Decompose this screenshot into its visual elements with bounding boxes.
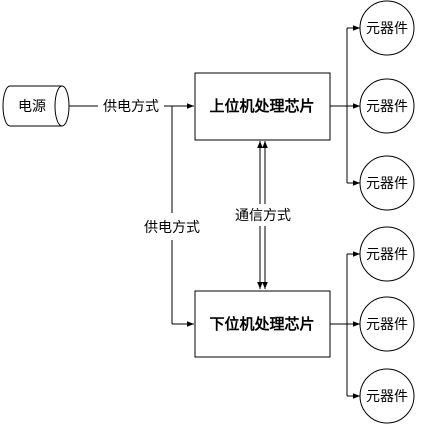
lower-chip-label: 下位机处理芯片 (209, 315, 314, 333)
lower-chip: 下位机处理芯片 (194, 290, 331, 358)
lower-connectors (330, 251, 360, 399)
upper-component-3: 元器件 (359, 155, 415, 211)
lower-component-1: 元器件 (359, 226, 415, 282)
upper-connectors (330, 25, 360, 186)
supply-label-top: 供电方式 (103, 99, 159, 115)
power-source-label: 电源 (18, 99, 46, 115)
component-label: 元器件 (366, 21, 408, 37)
lower-component-3: 元器件 (359, 368, 415, 424)
comm-label: 通信方式 (235, 208, 291, 224)
component-label: 元器件 (366, 317, 408, 333)
component-label: 元器件 (366, 176, 408, 192)
comm-label-bg (232, 204, 292, 226)
component-label: 元器件 (366, 99, 408, 115)
component-label: 元器件 (366, 389, 408, 405)
upper-component-1: 元器件 (359, 0, 415, 56)
power-source: 电源 (2, 85, 70, 127)
component-label: 元器件 (366, 247, 408, 263)
upper-chip-label: 上位机处理芯片 (209, 97, 314, 115)
supply-label-left: 供电方式 (144, 220, 200, 236)
upper-component-2: 元器件 (359, 78, 415, 134)
lower-component-2: 元器件 (359, 296, 415, 352)
upper-chip: 上位机处理芯片 (194, 72, 331, 141)
